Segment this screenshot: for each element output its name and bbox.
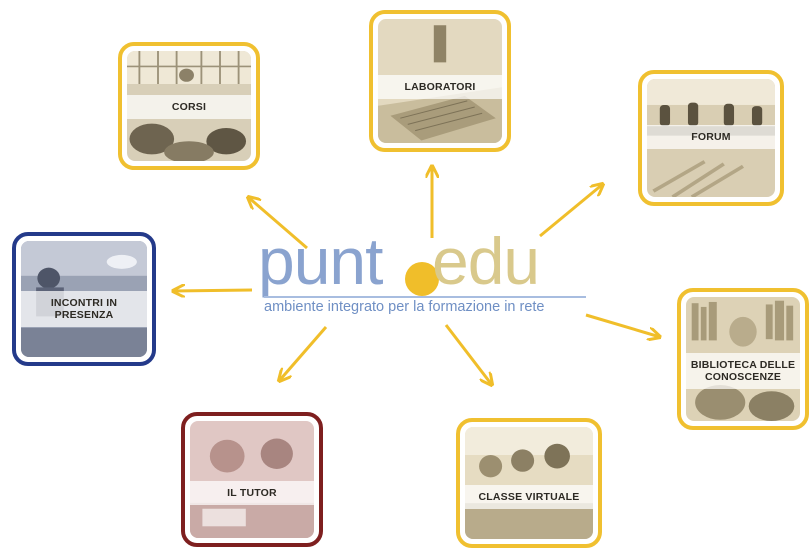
arrow-to-tutor: [279, 326, 328, 381]
arrow-to-classe: [444, 324, 492, 385]
node-forum-label: FORUM: [647, 125, 775, 149]
logo-word-right: edu: [432, 224, 540, 298]
conference-photo: INCONTRI IN PRESENZA: [21, 241, 147, 357]
meeting-photo: FORUM: [647, 79, 775, 197]
classroom-photo: CORSI: [127, 51, 251, 161]
node-incontri[interactable]: INCONTRI IN PRESENZA: [12, 232, 156, 366]
logo-tagline: ambiente integrato per la formazione in …: [264, 296, 586, 315]
node-classe-label: CLASSE VIRTUALE: [465, 485, 593, 509]
node-biblioteca-label: BIBLIOTECA DELLE CONOSCENZE: [686, 353, 800, 389]
node-laboratori-label: LABORATORI: [378, 75, 502, 99]
node-classe[interactable]: CLASSE VIRTUALE: [456, 418, 602, 548]
node-corsi-label: CORSI: [127, 95, 251, 119]
tutor-photo: IL TUTOR: [190, 421, 314, 538]
library-photo: BIBLIOTECA DELLE CONOSCENZE: [686, 297, 800, 421]
arrow-to-incontri: [173, 290, 253, 291]
node-laboratori[interactable]: LABORATORI: [369, 10, 511, 152]
node-tutor-label: IL TUTOR: [190, 481, 314, 505]
logo-word-left: punt: [258, 224, 383, 298]
puntoedu-logo: punt edu ambiente integrato per la forma…: [258, 226, 588, 316]
node-tutor[interactable]: IL TUTOR: [181, 412, 323, 547]
arrow-to-forum: [539, 184, 603, 238]
arrow-to-biblioteca: [585, 313, 660, 337]
students-photo: CLASSE VIRTUALE: [465, 427, 593, 539]
laptop-photo: LABORATORI: [378, 19, 502, 143]
logo-dot-icon: [405, 262, 439, 296]
node-forum[interactable]: FORUM: [638, 70, 784, 206]
node-biblioteca[interactable]: BIBLIOTECA DELLE CONOSCENZE: [677, 288, 809, 430]
node-incontri-label: INCONTRI IN PRESENZA: [21, 291, 147, 327]
node-corsi[interactable]: CORSI: [118, 42, 260, 170]
